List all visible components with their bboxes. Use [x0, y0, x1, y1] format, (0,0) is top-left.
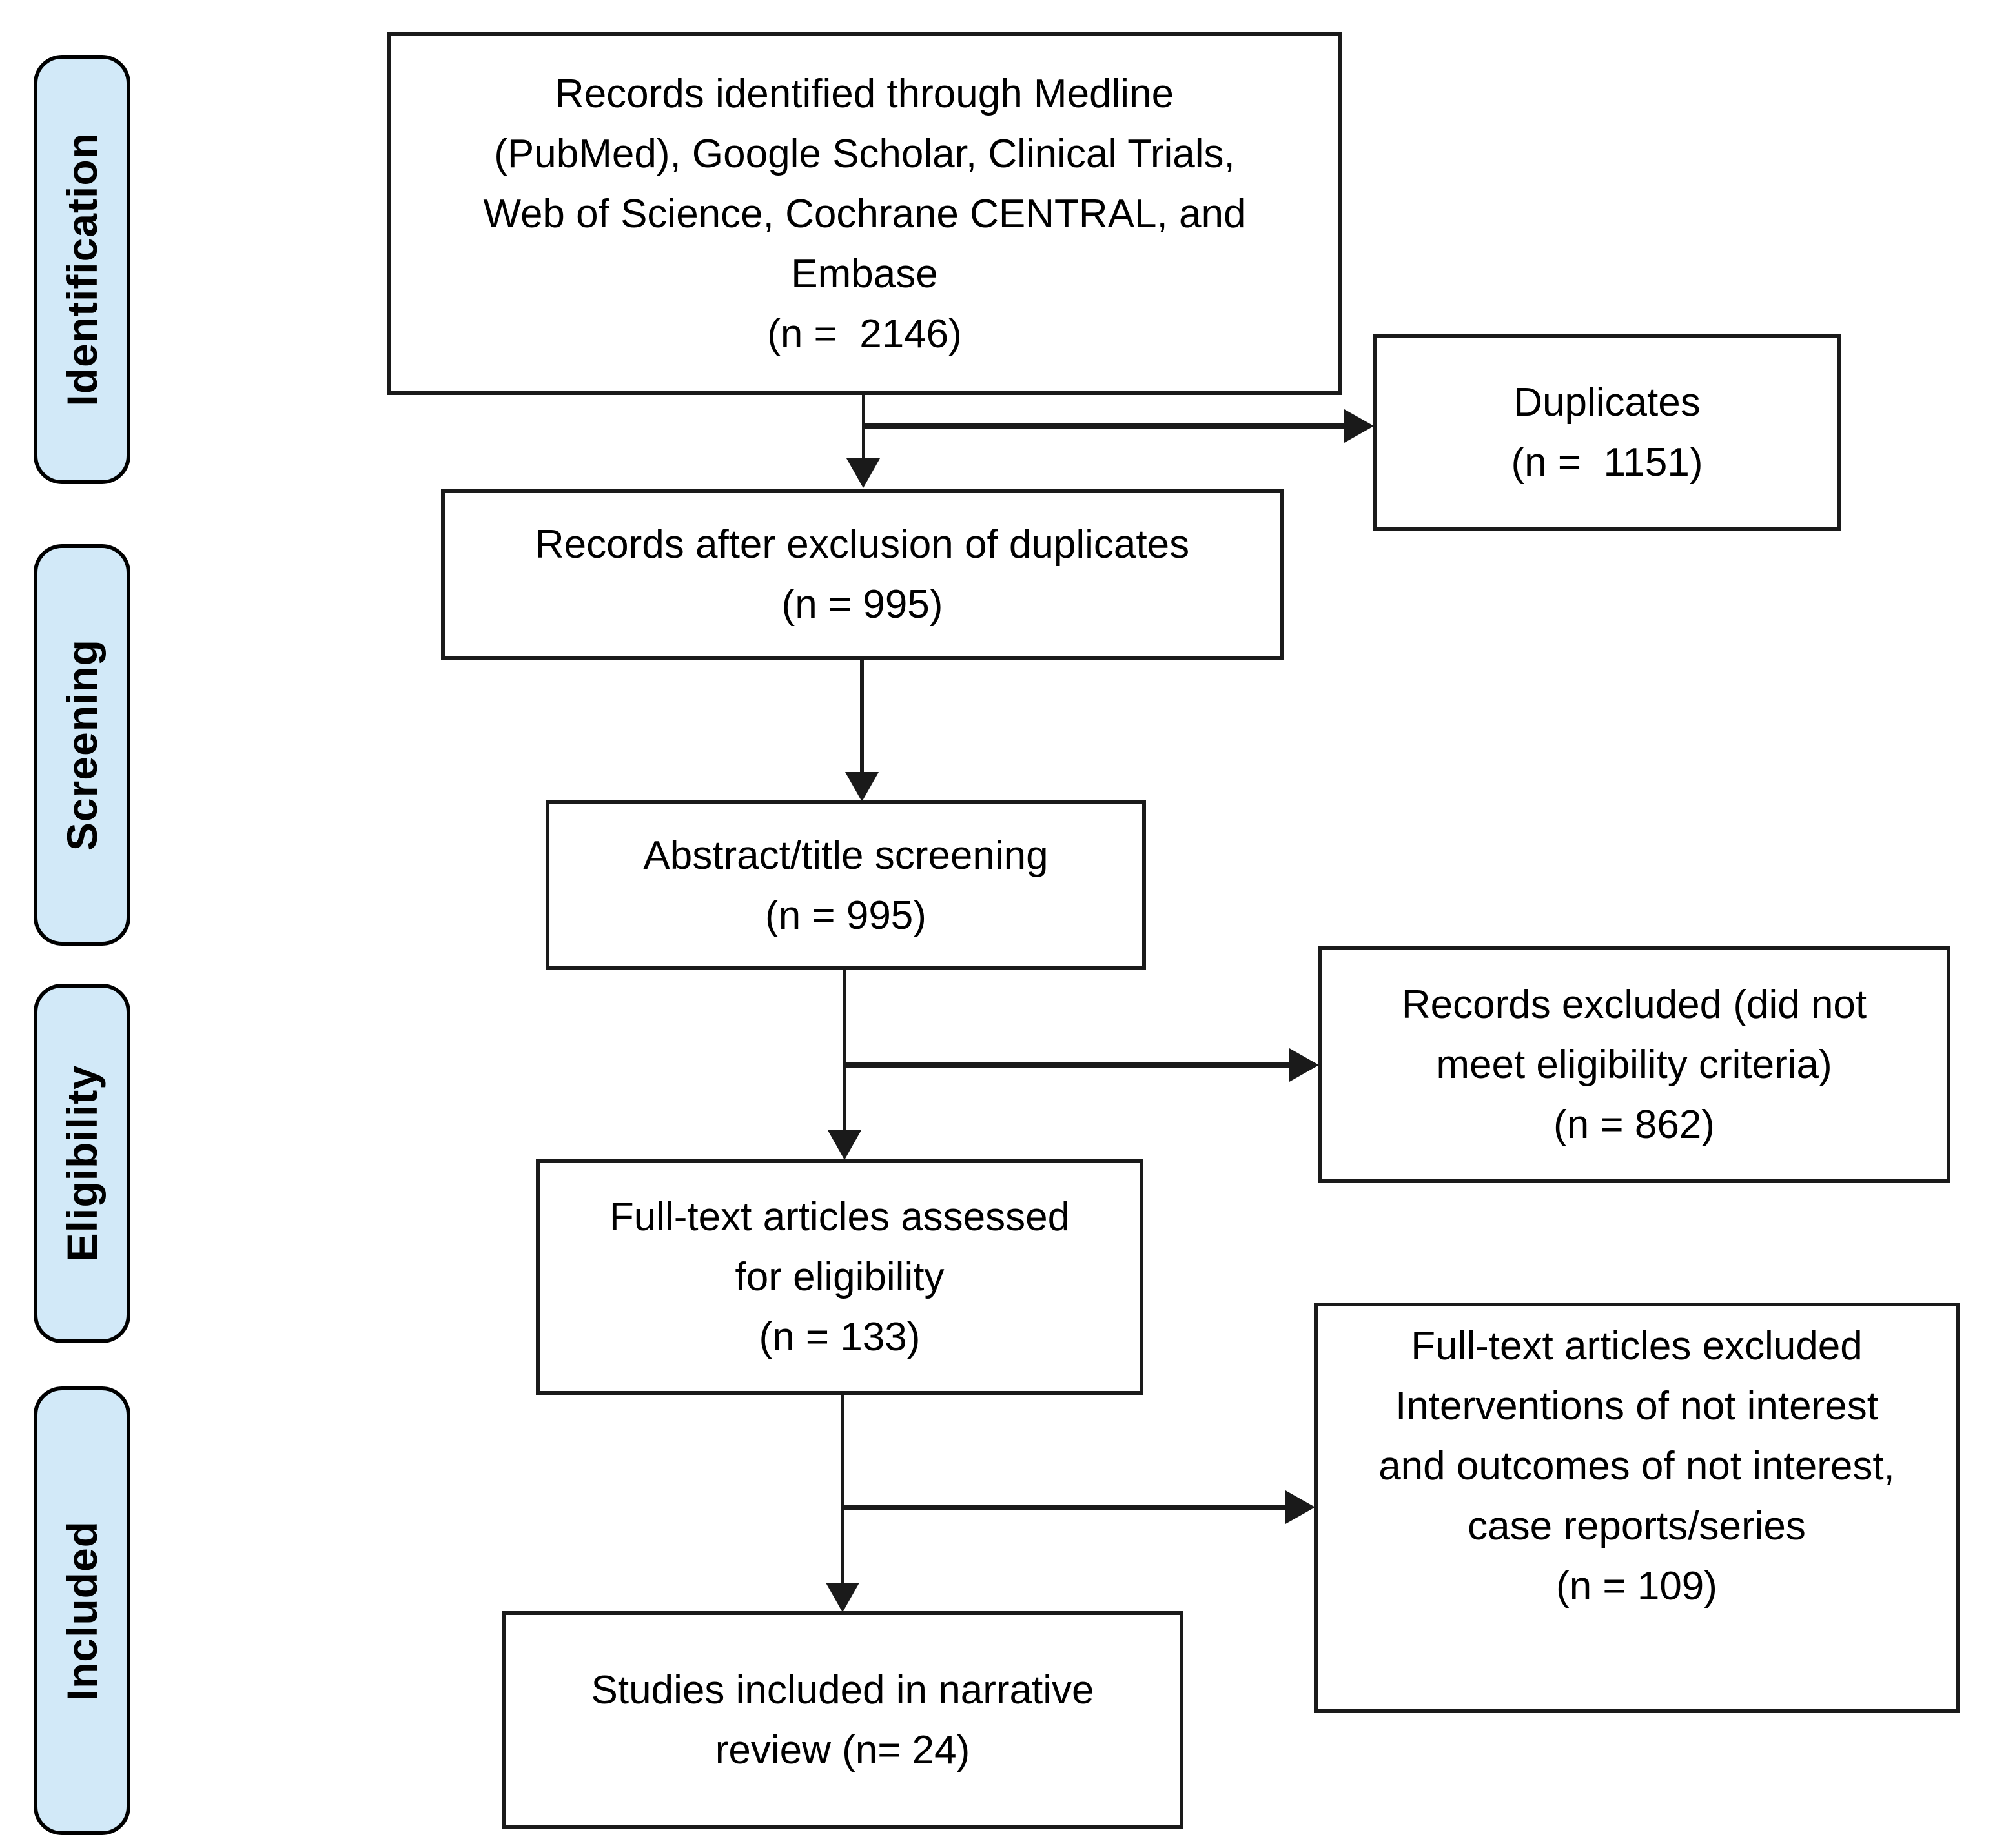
- box-records-excluded-count: (n = 862): [1553, 1102, 1715, 1147]
- stage-screening: Screening: [34, 544, 130, 946]
- box-abstract-title-screening-label: Abstract/title screening: [643, 833, 1049, 878]
- box-fulltext-excluded-label: Full-text articles excluded Intervention…: [1378, 1323, 1895, 1548]
- box-duplicates-count: (n = 1151): [1511, 440, 1703, 485]
- box-fulltext-assessed: Full-text articles assessed for eligibil…: [536, 1159, 1143, 1395]
- box-records-identified-count: (n = 2146): [767, 311, 962, 356]
- stage-screening-label: Screening: [58, 638, 106, 851]
- arrow-dedup-to-screening-head: [845, 772, 879, 802]
- box-records-excluded: Records excluded (did not meet eligibili…: [1318, 946, 1950, 1183]
- arrow-to-fulltext-excluded-head: [1285, 1490, 1315, 1524]
- box-after-duplicates-label: Records after exclusion of duplicates: [535, 522, 1190, 567]
- box-fulltext-assessed-count: (n = 133): [759, 1314, 921, 1359]
- box-abstract-title-screening: Abstract/title screening (n = 995): [546, 800, 1146, 970]
- stage-included: Included: [34, 1386, 130, 1835]
- box-fulltext-excluded-count: (n = 109): [1556, 1563, 1717, 1609]
- box-after-duplicates-count: (n = 995): [781, 582, 943, 627]
- arrow-fulltext-to-included-head: [826, 1583, 859, 1612]
- box-fulltext-excluded: Full-text articles excluded Intervention…: [1314, 1303, 1960, 1713]
- box-abstract-title-screening-count: (n = 995): [765, 893, 926, 938]
- stage-eligibility-label: Eligibility: [58, 1065, 106, 1262]
- box-duplicates-label: Duplicates: [1513, 380, 1701, 425]
- box-records-identified: Records identified through Medline (PubM…: [387, 32, 1342, 395]
- arrow-screening-to-fulltext-head: [828, 1130, 861, 1160]
- arrow-to-duplicates-head: [1344, 409, 1374, 443]
- stage-identification: Identification: [34, 55, 130, 484]
- stage-eligibility: Eligibility: [34, 984, 130, 1343]
- box-after-duplicates: Records after exclusion of duplicates (n…: [441, 489, 1284, 660]
- box-duplicates: Duplicates (n = 1151): [1373, 334, 1841, 531]
- arrow-to-records-excluded-head: [1289, 1048, 1319, 1082]
- box-records-excluded-label: Records excluded (did not meet eligibili…: [1401, 982, 1867, 1087]
- box-studies-included: Studies included in narrative review (n=…: [502, 1611, 1183, 1829]
- arrow-identified-to-dedup-head: [846, 458, 880, 488]
- box-fulltext-assessed-label: Full-text articles assessed for eligibil…: [609, 1194, 1070, 1299]
- box-studies-included-label: Studies included in narrative review (n=…: [591, 1668, 1094, 1772]
- stage-identification-label: Identification: [58, 132, 106, 407]
- box-records-identified-label: Records identified through Medline (PubM…: [483, 71, 1246, 296]
- stage-included-label: Included: [58, 1520, 106, 1701]
